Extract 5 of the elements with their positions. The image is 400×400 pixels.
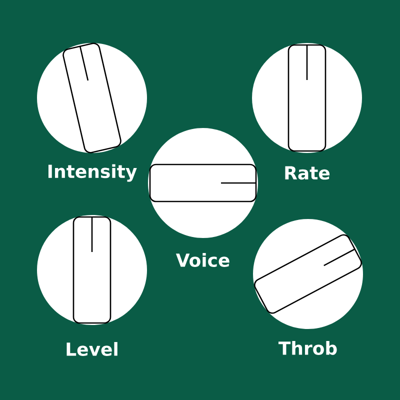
- dial-label: Throb: [278, 341, 337, 355]
- dial-label: Voice: [176, 253, 230, 267]
- dial-label: Rate: [285, 166, 330, 180]
- dial-label: Intensity: [48, 164, 137, 182]
- dial-label: Level: [66, 342, 118, 356]
